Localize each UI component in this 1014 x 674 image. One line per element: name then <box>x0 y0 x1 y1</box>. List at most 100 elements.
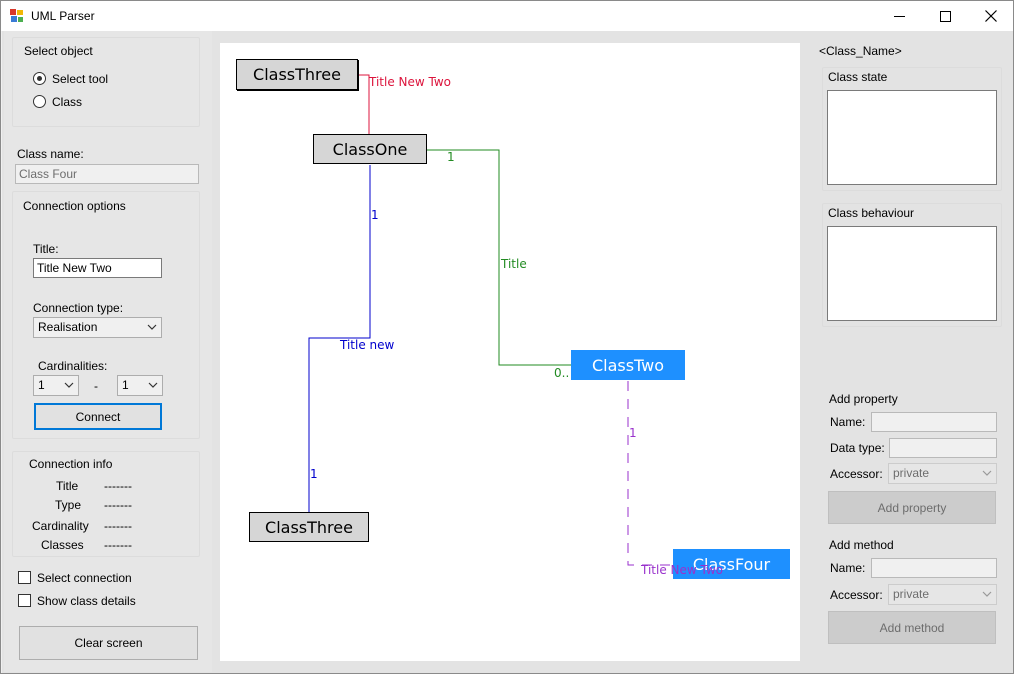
class-behaviour-label: Class behaviour <box>828 206 915 220</box>
select-object-label: Select object <box>24 44 93 58</box>
select-connection-label[interactable]: Select connection <box>37 571 132 585</box>
class-name: ClassFour <box>692 554 771 574</box>
select-tool-radio[interactable] <box>33 72 46 85</box>
connection-lines <box>308 74 673 566</box>
class-name-header: <Class_Name> <box>819 44 902 58</box>
connection-type-value: Realisation <box>38 320 98 334</box>
cardinality-to-select[interactable]: 1 <box>117 375 163 396</box>
class-box-selected[interactable]: ClassFour <box>673 549 790 579</box>
method-name-label: Name: <box>830 561 866 575</box>
client-area: Select object Select tool Class Class na… <box>2 31 1013 673</box>
select-connection-checkbox[interactable] <box>18 571 31 584</box>
connection-options-label: Connection options <box>23 199 126 213</box>
class-box[interactable]: ClassThree <box>236 59 358 90</box>
property-name-label: Name: <box>830 415 866 429</box>
property-name-input[interactable] <box>871 412 997 432</box>
connection-info-group <box>12 451 200 557</box>
add-method-button[interactable]: Add method <box>828 611 996 644</box>
chevron-down-icon <box>147 324 157 330</box>
method-accessor-value: private <box>893 587 930 601</box>
chevron-down-icon <box>982 470 992 476</box>
class-name-input[interactable]: Class Four <box>15 164 199 184</box>
class-behaviour-list[interactable] <box>827 226 997 321</box>
connection-red <box>358 74 370 135</box>
info-cardinality-key: Cardinality <box>32 519 89 533</box>
info-cardinality-value: ------- <box>104 519 132 533</box>
close-button[interactable] <box>968 1 1013 31</box>
connection-title-label: Title New Two <box>641 563 724 577</box>
show-class-details-checkbox[interactable] <box>18 594 31 607</box>
connection-type-label: Connection type: <box>33 301 124 315</box>
connection-cardinality-label: 1 <box>371 208 379 222</box>
class-behaviour-group <box>822 203 1002 327</box>
title-label: Title: <box>33 242 59 256</box>
class-name: ClassThree <box>265 517 353 537</box>
select-tool-label[interactable]: Select tool <box>52 72 109 86</box>
connection-cardinality-label: 1 <box>447 150 455 164</box>
maximize-icon <box>939 10 951 22</box>
connection-cardinality-label: 1 <box>310 467 318 481</box>
property-accessor-select[interactable]: private <box>888 463 997 484</box>
property-accessor-value: private <box>893 466 930 480</box>
class-name-label: Class name: <box>17 147 84 161</box>
title-input[interactable]: Title New Two <box>33 258 162 278</box>
cardinality-to-value: 1 <box>122 378 129 392</box>
connection-type-select[interactable]: Realisation <box>33 317 162 338</box>
class-box-selected[interactable]: ClassTwo <box>571 350 685 380</box>
maximize-button[interactable] <box>922 1 968 31</box>
class-name: ClassTwo <box>591 355 665 375</box>
class-box[interactable]: ClassOne <box>313 134 427 164</box>
class-radio-label[interactable]: Class <box>52 95 83 109</box>
method-accessor-label: Accessor: <box>830 588 883 602</box>
class-name: ClassOne <box>332 139 408 159</box>
connection-info-label: Connection info <box>29 457 113 471</box>
connection-title-label: Title new <box>340 338 395 352</box>
diagram-canvas[interactable]: ClassThree ClassOne ClassTwo ClassThree … <box>220 43 800 661</box>
chevron-down-icon <box>982 591 992 597</box>
chevron-down-icon <box>148 382 158 388</box>
connect-button[interactable]: Connect <box>34 403 162 430</box>
clear-screen-button[interactable]: Clear screen <box>19 626 198 660</box>
property-accessor-label: Accessor: <box>830 467 883 481</box>
class-state-label: Class state <box>828 70 888 84</box>
title-bar: UML Parser <box>1 1 1013 31</box>
class-state-group <box>822 67 1002 191</box>
add-property-button[interactable]: Add property <box>828 491 996 524</box>
class-radio[interactable] <box>33 95 46 108</box>
cardinality-from-value: 1 <box>38 378 45 392</box>
property-datatype-input[interactable] <box>889 438 997 458</box>
info-title-key: Title <box>56 479 79 493</box>
connection-green <box>427 149 571 366</box>
connection-options-group <box>12 191 200 439</box>
minimize-icon <box>893 15 905 17</box>
cardinality-from-select[interactable]: 1 <box>33 375 79 396</box>
class-box[interactable]: ClassThree <box>249 512 369 542</box>
cardinality-separator: - <box>94 379 98 393</box>
app-icon <box>10 9 23 22</box>
connection-title-label: Title New Two <box>369 75 452 89</box>
cardinalities-label: Cardinalities: <box>38 359 108 373</box>
info-type-value: ------- <box>104 498 132 512</box>
info-classes-key: Classes <box>41 538 84 552</box>
method-name-input[interactable] <box>871 558 997 578</box>
add-property-label: Add property <box>829 392 898 406</box>
select-object-group <box>12 37 200 127</box>
info-type-key: Type <box>55 498 82 512</box>
class-name: ClassThree <box>253 65 341 84</box>
add-method-label: Add method <box>829 538 894 552</box>
window-title: UML Parser <box>31 9 95 23</box>
connection-blue <box>308 165 371 513</box>
info-title-value: ------- <box>104 479 132 493</box>
method-accessor-select[interactable]: private <box>888 584 997 605</box>
connection-purple <box>627 381 673 566</box>
class-state-list[interactable] <box>827 90 997 185</box>
connection-title-label: Title <box>501 257 527 271</box>
property-datatype-label: Data type: <box>830 441 885 455</box>
minimize-button[interactable] <box>876 1 922 31</box>
left-panel: Select object Select tool Class Class na… <box>4 31 212 672</box>
show-class-details-label[interactable]: Show class details <box>37 594 136 608</box>
info-classes-value: ------- <box>104 538 132 552</box>
close-icon <box>985 10 997 22</box>
connection-cardinality-label: 1 <box>629 426 637 440</box>
